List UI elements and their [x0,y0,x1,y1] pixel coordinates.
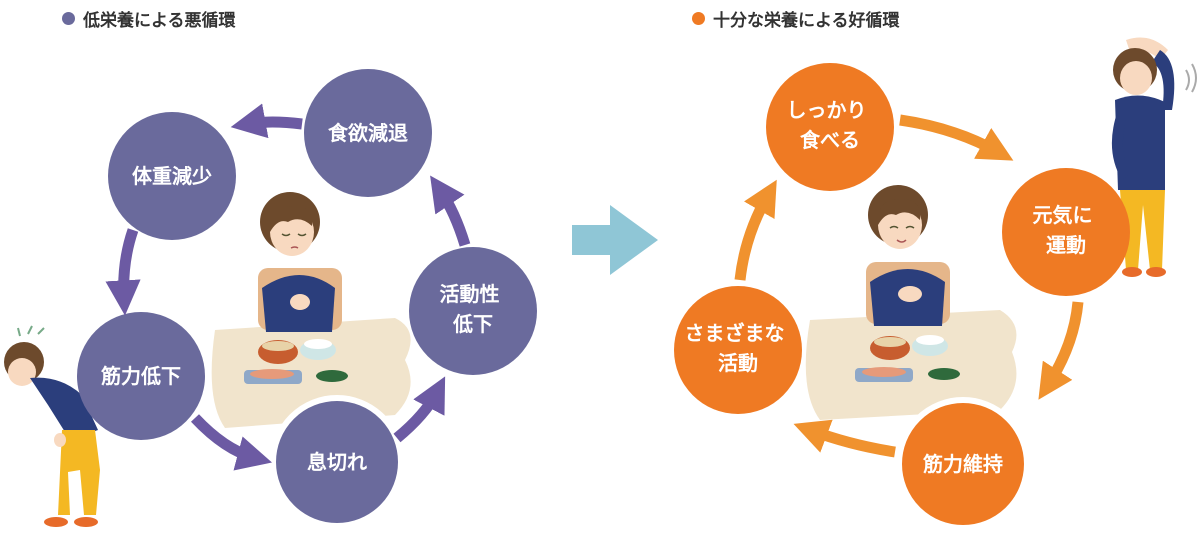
arrow-muscle-to-breath [190,414,273,471]
arrow-exercise-to-muscle [1038,301,1084,400]
node-weight-loss-label: 体重減少 [132,164,212,188]
node-muscle-decline-label: 筋力低下 [101,364,181,388]
node-reduced-activity [409,247,537,375]
node-various-activities [674,286,802,414]
tired-bending-woman-illustration [4,325,100,527]
node-appetite-loss [304,69,432,197]
node-active-exercise-label: 元気に 運動 [1033,203,1100,257]
node-eat-well [766,63,894,191]
arrow-activities-to-eat [734,179,777,281]
node-eat-well-label: しっかり 食べる [787,98,874,152]
node-reduced-activity-label: 活動性 低下 [440,282,507,336]
arrow-eat-to-exercise [899,114,1014,161]
legend-good-cycle: 十分な栄養による好循環 [692,6,900,31]
node-breathlessness-label: 息切れ [307,450,367,474]
node-various-activities-label: さまざまな 活動 [685,321,792,375]
happy-woman-at-table-illustration [805,185,1017,420]
sad-woman-at-table-illustration [211,192,411,428]
node-muscle-maintain-label: 筋力維持 [923,452,1003,476]
stretching-woman-illustration [1111,37,1197,277]
legend-dot-good [692,12,705,25]
node-muscle-maintain [896,397,1030,531]
arrow-weight-to-muscle [105,228,141,316]
legend-dot-bad [62,12,75,25]
legend-bad-cycle: 低栄養による悪循環 [62,6,236,31]
node-muscle-decline [77,312,205,440]
arrow-activity-to-appetite [430,175,471,247]
arrow-muscle-to-activities [793,419,896,458]
legend-good-label: 十分な栄養による好循環 [713,11,900,31]
node-weight-loss [108,112,236,240]
right-arrow-icon [572,205,658,275]
arrow-breath-to-activity [393,376,446,443]
legend-bad-label: 低栄養による悪循環 [83,11,236,31]
node-appetite-loss-label: 食欲減退 [328,121,408,145]
arrow-appetite-to-weight [230,103,303,139]
node-breathlessness [270,395,404,529]
node-active-exercise [1002,168,1130,296]
